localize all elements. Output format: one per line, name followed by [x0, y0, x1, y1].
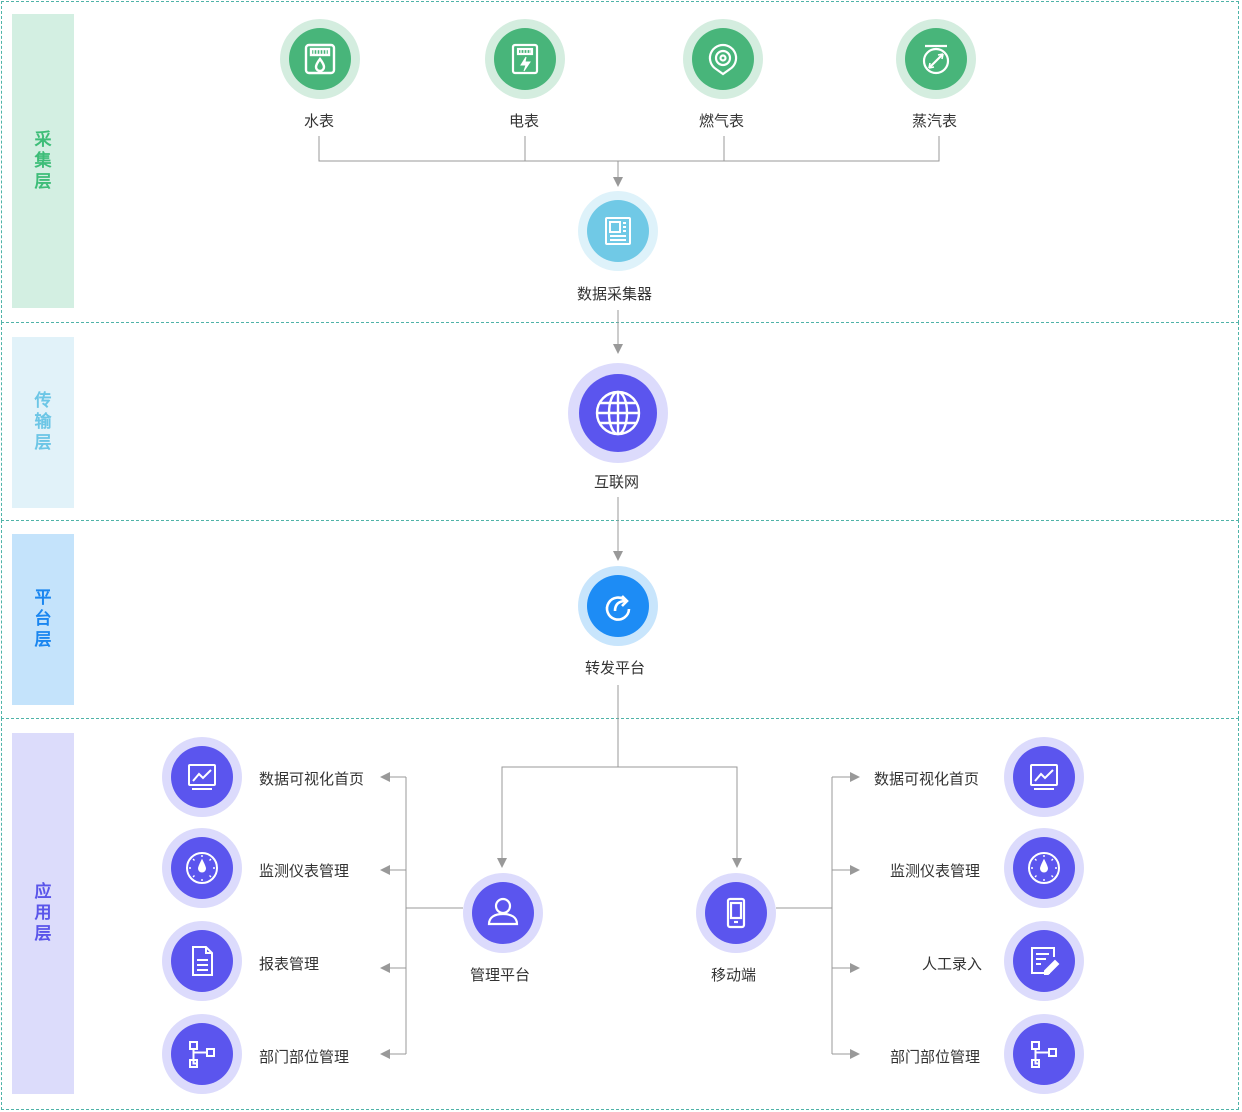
electric-meter-node: [485, 19, 565, 99]
transport-layer-char: 输: [34, 412, 52, 432]
mobile-arrow: [618, 766, 742, 868]
steam-meter-label: 蒸汽表: [912, 112, 958, 130]
steam-meter-icon: [922, 44, 950, 75]
left-dashboard-node: [162, 737, 242, 817]
collect-layer-char: 集: [34, 150, 52, 171]
water-meter-label: 水表: [304, 112, 335, 130]
collect-layer-label: 采 集 层: [12, 14, 74, 308]
mobile-node: [696, 873, 776, 953]
gas-meter-node: [683, 19, 763, 99]
right-manual-entry-node: [1004, 921, 1084, 1001]
left-department-node: [162, 1014, 242, 1094]
application-layer-char: 用: [34, 903, 52, 923]
platform-layer-char: 台: [34, 609, 52, 629]
right-dashboard-node: [1004, 737, 1084, 817]
data-collector-label: 数据采集器: [577, 285, 653, 303]
water-meter-node: [280, 19, 360, 99]
user-icon: [487, 897, 519, 926]
left-department-label: 部门部位管理: [259, 1048, 350, 1066]
left-report-node: [162, 921, 242, 1001]
report-icon: [192, 946, 213, 976]
water-meter-icon: [304, 43, 336, 75]
gauge-icon: [1028, 852, 1060, 884]
transport-layer-label: 传 输 层: [12, 337, 74, 508]
management-arrow: [497, 685, 619, 868]
data-collector-node: [578, 191, 658, 271]
transport-layer-char: 传: [34, 391, 52, 411]
chart-icon: [1030, 764, 1058, 790]
org-icon: [1031, 1041, 1057, 1068]
forwarder-label: 转发平台: [585, 659, 646, 677]
internet-node: [568, 363, 668, 463]
electric-meter-label: 电表: [509, 112, 540, 130]
internet-label: 互联网: [594, 473, 640, 491]
transport-layer-char: 层: [34, 433, 52, 453]
gas-meter-label: 燃气表: [699, 112, 745, 130]
platform-layer-char: 层: [34, 630, 52, 650]
steam-meter-node: [896, 19, 976, 99]
mobile-icon: [726, 897, 746, 929]
right-department-node: [1004, 1014, 1084, 1094]
right-dashboard-label: 数据可视化首页: [874, 770, 980, 788]
org-icon: [189, 1041, 215, 1068]
management-platform-node: [463, 873, 543, 953]
gas-meter-icon: [708, 43, 738, 76]
electric-meter-icon: [511, 43, 539, 75]
left-meter-management-node: [162, 828, 242, 908]
right-manual-entry-label: 人工录入: [922, 955, 983, 973]
edit-icon: [1031, 947, 1060, 975]
management-platform-label: 管理平台: [470, 966, 531, 984]
application-layer-char: 层: [34, 924, 52, 944]
chart-icon: [188, 764, 216, 790]
globe-icon: [595, 390, 641, 436]
right-meter-management-label: 监测仪表管理: [890, 862, 981, 880]
left-dashboard-label: 数据可视化首页: [259, 770, 365, 788]
forwarder-node: [578, 566, 658, 646]
meters-bus-line: [318, 136, 940, 162]
collect-layer-char: 采: [34, 129, 52, 150]
data-collector-icon: [605, 217, 631, 245]
platform-layer-char: 平: [34, 588, 52, 608]
mobile-label: 移动端: [711, 966, 757, 984]
gauge-icon: [186, 852, 218, 884]
left-meter-management-label: 监测仪表管理: [259, 862, 350, 880]
collect-layer-char: 层: [34, 171, 52, 192]
left-report-label: 报表管理: [259, 955, 320, 973]
application-layer-label: 应 用 层: [12, 733, 74, 1094]
platform-layer-label: 平 台 层: [12, 534, 74, 705]
right-meter-management-node: [1004, 828, 1084, 908]
application-layer: [1, 718, 1239, 1110]
right-department-label: 部门部位管理: [890, 1048, 981, 1066]
forward-icon: [605, 595, 631, 621]
application-layer-char: 应: [34, 882, 52, 902]
